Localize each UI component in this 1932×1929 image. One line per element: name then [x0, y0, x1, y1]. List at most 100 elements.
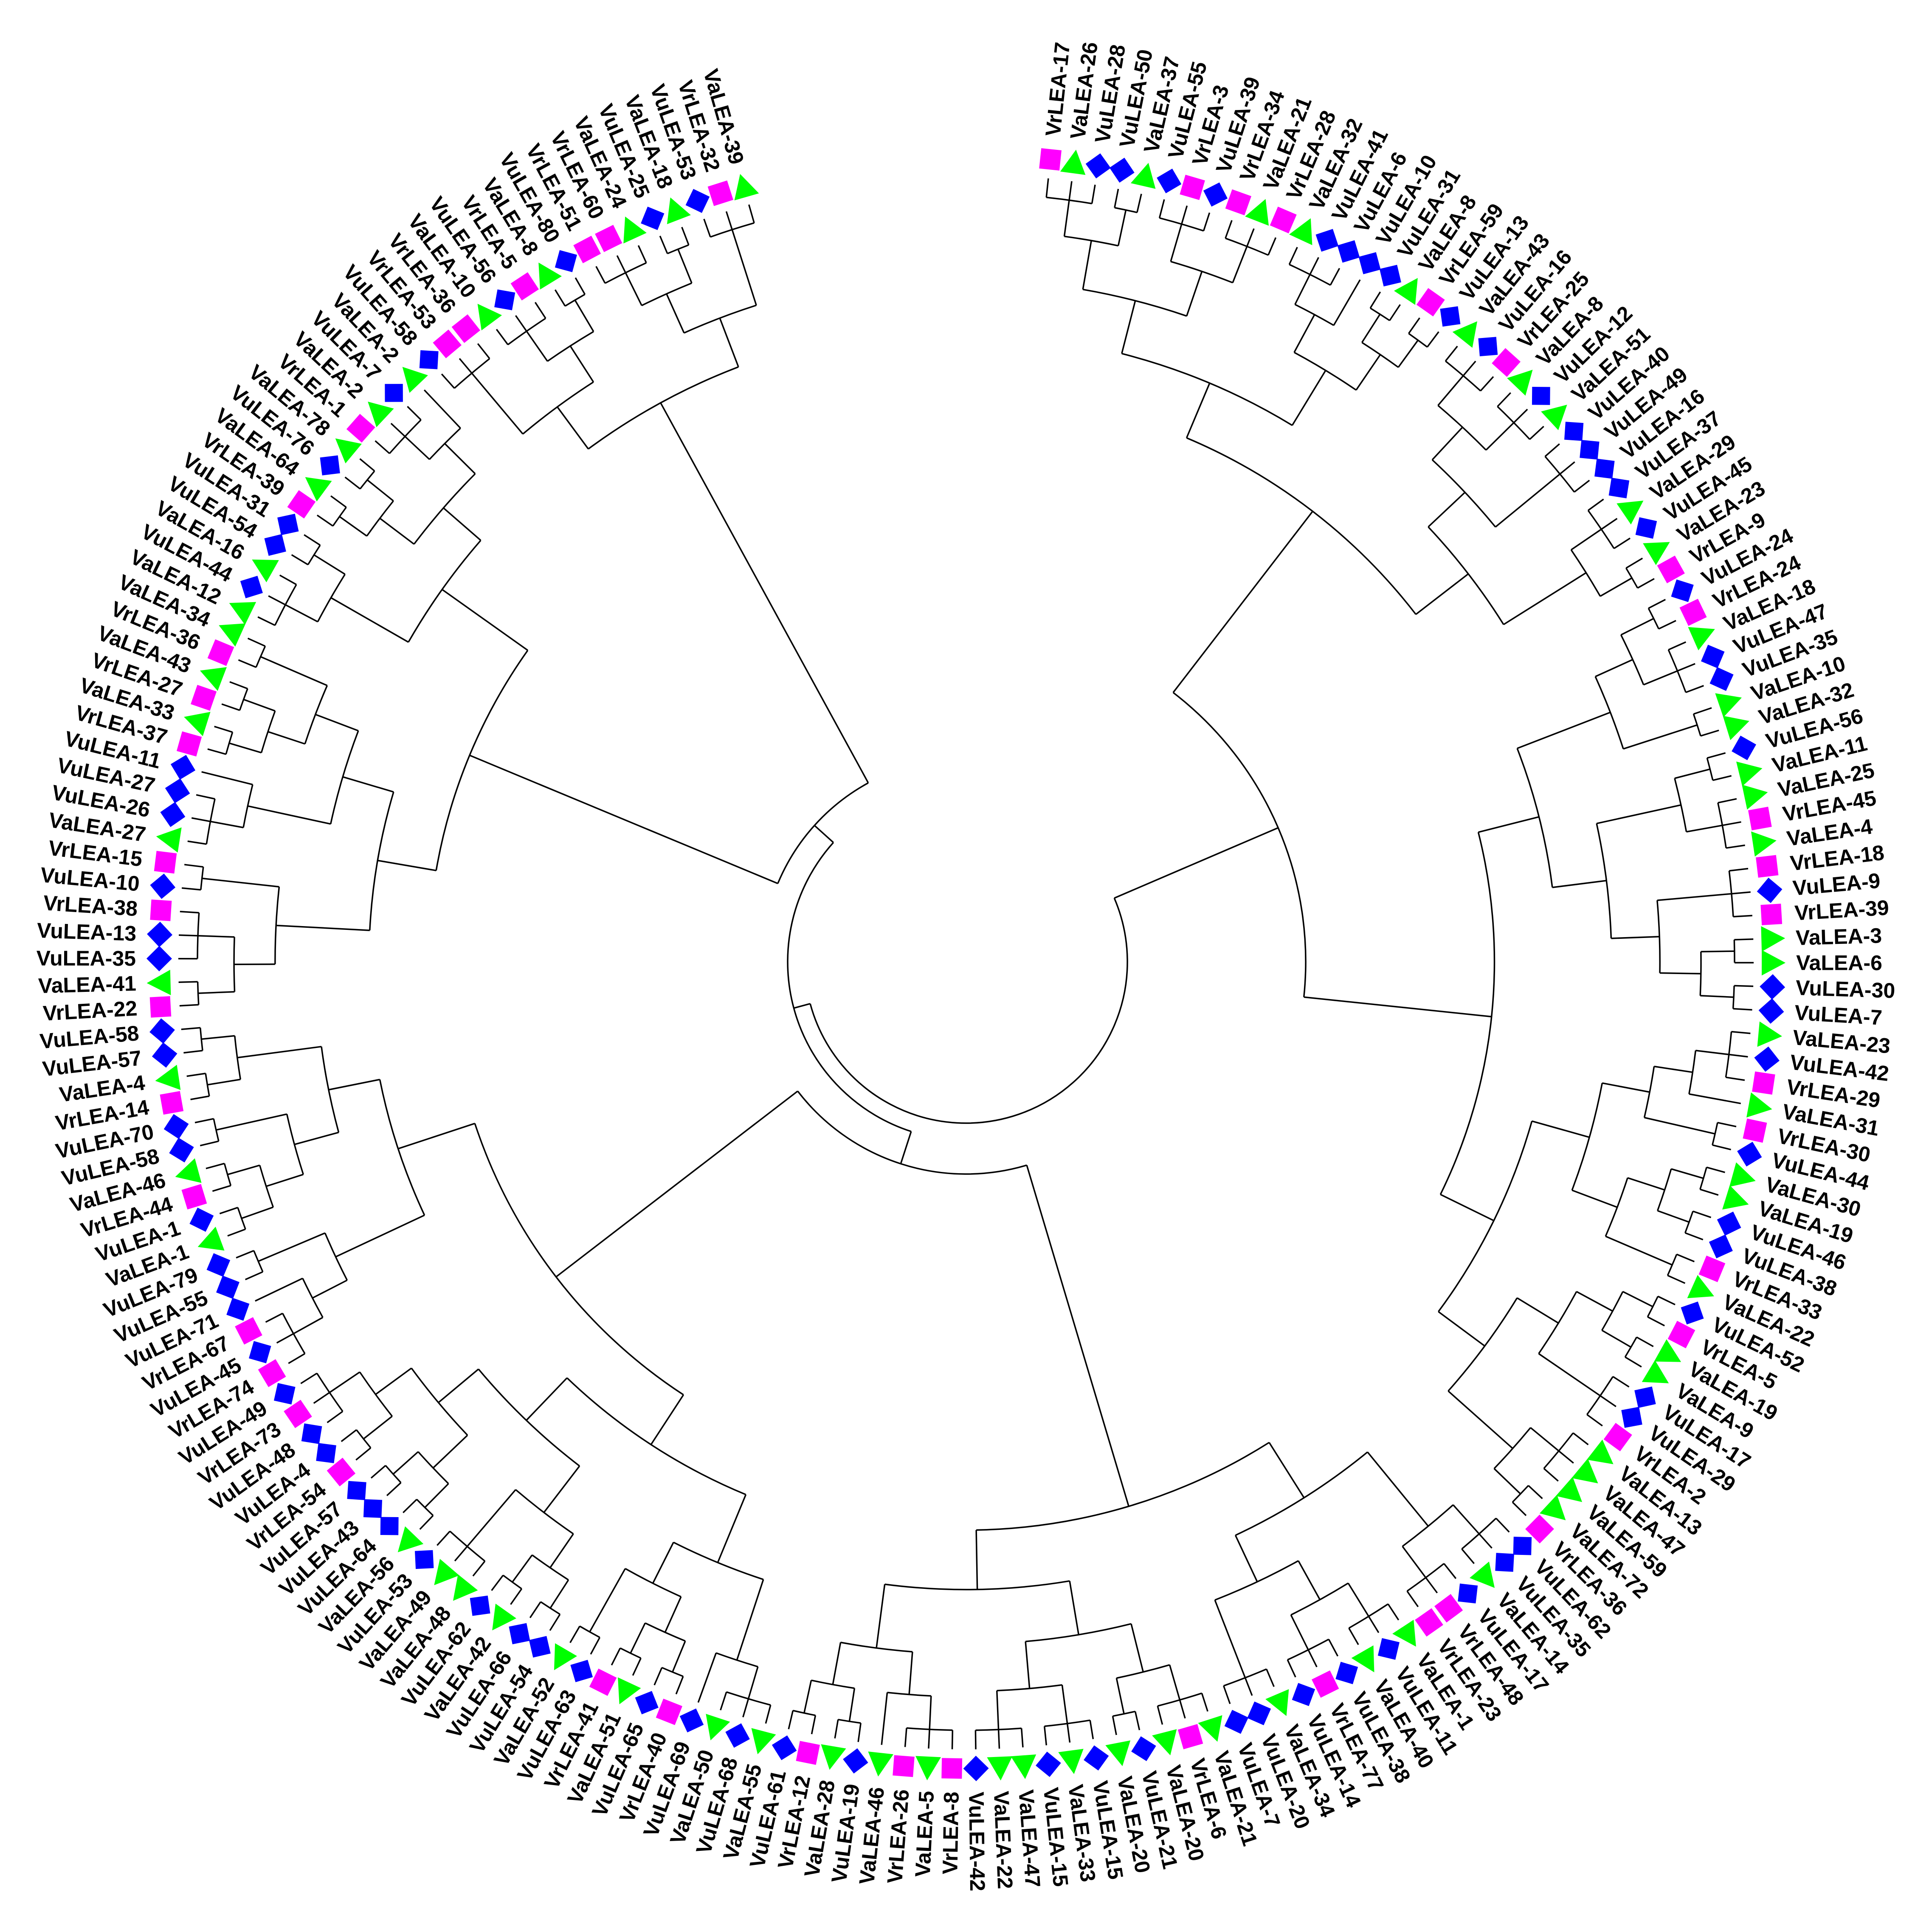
leaf-label: VuLEA-42 — [964, 1791, 989, 1891]
leaf-marker-vr — [191, 684, 217, 711]
branch — [726, 1691, 771, 1706]
branch — [1513, 408, 1528, 423]
leaf-marker-vu — [1710, 667, 1734, 691]
leaf-marker-va — [1751, 831, 1777, 857]
leaf-marker-vu — [1681, 1301, 1704, 1325]
branch — [300, 1372, 318, 1384]
leaf-marker-vr — [160, 1091, 184, 1115]
leaf-marker-vr — [287, 490, 316, 519]
branch — [765, 1705, 772, 1724]
branch — [1307, 1649, 1318, 1667]
branch — [438, 1369, 479, 1403]
branch — [1636, 1336, 1654, 1347]
branch — [238, 659, 256, 668]
branch — [809, 898, 1128, 1124]
leaf-markers — [146, 148, 1786, 1781]
branch — [1443, 1563, 1457, 1579]
branch — [996, 1690, 1000, 1730]
branch — [1219, 511, 1313, 633]
branch — [1290, 1614, 1309, 1650]
branch — [229, 681, 248, 690]
branch — [1684, 1232, 1704, 1241]
branch — [1232, 246, 1248, 283]
branch — [534, 302, 546, 319]
branch — [975, 1727, 1022, 1731]
branch — [443, 507, 482, 541]
leaf-marker-va — [305, 477, 332, 501]
branch — [1517, 711, 1611, 749]
branch — [652, 1542, 674, 1584]
branch — [245, 1271, 263, 1281]
leaf-labels: VrLEA-17VaLEA-26VuLEA-28VuLEA-50VaLEA-37… — [37, 40, 1895, 1891]
branch — [1588, 498, 1604, 511]
leaf-marker-vu — [1335, 1661, 1358, 1684]
leaf-marker-va — [1265, 1689, 1289, 1716]
branch — [855, 760, 869, 783]
branch — [191, 817, 211, 822]
leaf-marker-vu — [226, 1298, 250, 1321]
branch — [375, 440, 390, 454]
branch — [832, 1642, 842, 1685]
branch — [197, 982, 200, 1005]
branch — [370, 1465, 386, 1479]
branch — [555, 1188, 670, 1278]
branch — [1677, 663, 1695, 672]
leaf-marker-va — [1736, 761, 1763, 786]
branch — [1179, 1700, 1186, 1719]
branch — [1657, 1210, 1690, 1223]
branch — [512, 1554, 533, 1583]
branch — [1203, 212, 1211, 231]
branch — [814, 825, 834, 843]
branch — [549, 1614, 561, 1631]
leaf-marker-vu — [509, 1623, 530, 1645]
leaf-label: VuLEA-35 — [37, 946, 136, 971]
leaf-marker-va — [197, 1227, 225, 1251]
branch — [904, 1728, 907, 1747]
branch — [1659, 972, 1701, 974]
branch — [1333, 279, 1361, 326]
branch — [212, 1185, 231, 1192]
leaf-marker-vu — [169, 1138, 194, 1163]
leaf-marker-vr — [1434, 1594, 1463, 1623]
branch — [1532, 1120, 1590, 1138]
branch — [797, 1090, 1027, 1175]
branch — [1244, 1677, 1253, 1696]
leaf-marker-va — [751, 1728, 776, 1754]
branch — [1117, 210, 1127, 246]
branch — [1726, 1076, 1745, 1081]
branch — [1601, 1329, 1631, 1348]
branch — [747, 1666, 759, 1699]
branch — [1445, 360, 1481, 391]
branch — [200, 1140, 219, 1146]
leaf-marker-vu — [1247, 1701, 1271, 1726]
branch — [1601, 518, 1618, 530]
branch — [1733, 915, 1752, 918]
branch — [1695, 1050, 1729, 1056]
branch — [1186, 271, 1203, 316]
branch — [200, 867, 204, 890]
branch — [526, 1377, 568, 1421]
branch — [637, 245, 647, 263]
leaf-marker-va — [1245, 199, 1269, 226]
branch — [1620, 618, 1654, 636]
leaf-marker-vu — [772, 1735, 797, 1760]
branch — [1304, 996, 1401, 1008]
branch — [653, 1667, 663, 1686]
leaf-label: VaLEA-41 — [38, 972, 136, 998]
branch — [1367, 1451, 1429, 1527]
leaf-marker-vu — [1671, 579, 1694, 602]
branch — [1493, 1468, 1521, 1495]
branch — [684, 304, 757, 334]
branch — [342, 776, 394, 793]
leaf-marker-vu — [679, 1708, 704, 1733]
leaf-marker-vu — [1532, 387, 1550, 405]
branch — [1370, 307, 1390, 321]
branch — [1026, 1165, 1035, 1190]
branch — [1516, 1297, 1559, 1324]
branch — [328, 1079, 380, 1091]
branch — [675, 1676, 684, 1695]
leaf-marker-va — [1470, 1561, 1495, 1588]
branch — [1497, 406, 1530, 440]
branch — [1571, 529, 1602, 551]
leaf-marker-vu — [165, 778, 190, 803]
